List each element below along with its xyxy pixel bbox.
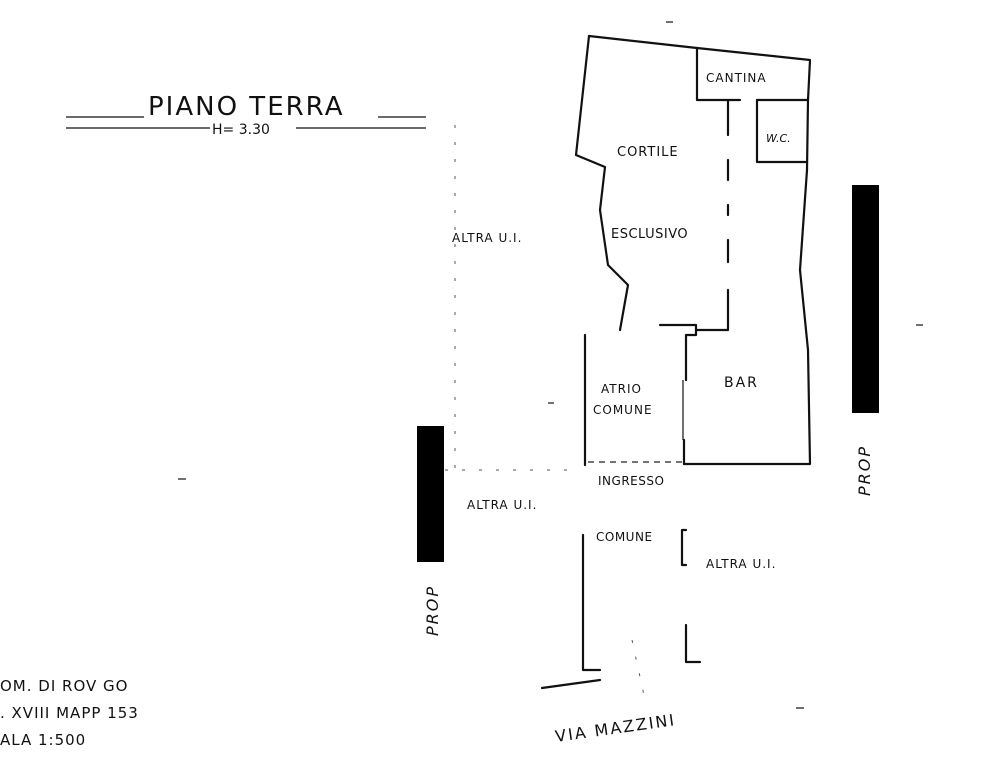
prop-bar-left (417, 426, 444, 562)
wc-walls (755, 98, 809, 164)
street-line (540, 678, 602, 690)
height-label: H= 3.30 (212, 122, 270, 138)
outer-wall (587, 34, 812, 466)
room-label-comune: COMUNE (596, 530, 653, 544)
title-block: PIANO TERRA H= 3.30 (66, 92, 426, 138)
room-label-cantina: CANTINA (706, 71, 767, 85)
plan-title: PIANO TERRA (148, 92, 344, 122)
bar-left-wall (658, 323, 698, 466)
label-altra-ui-top: ALTRA U.I. (452, 231, 522, 245)
cantina-walls (695, 46, 810, 102)
label-altra-ui-left: ALTRA U.I. (467, 498, 537, 512)
info-line-3: ALA 1:500 (0, 731, 86, 749)
corridor-right-bracket (680, 528, 688, 567)
room-label-esclusivo: ESCLUSIVO (611, 227, 688, 242)
room-label-cortile: CORTILE (617, 145, 679, 160)
room-labels: CANTINA W.C. CORTILE ESCLUSIVO ATRIO COM… (593, 71, 791, 544)
info-line-1: OM. DI ROV GO (0, 677, 128, 695)
corridor-lines (445, 125, 702, 701)
cadastral-info: OM. DI ROV GO . XVIII MAPP 153 ALA 1:500 (0, 677, 139, 749)
courtyard-left-boundary (574, 34, 630, 332)
neighbour-labels: ALTRA U.I. ALTRA U.I. ALTRA U.I. PROP PR… (423, 231, 874, 636)
label-prop-right: PROP (855, 445, 874, 496)
corridor-divider (631, 639, 646, 701)
street-corner-right (684, 623, 702, 664)
stray-marks (178, 21, 923, 709)
info-line-2: . XVIII MAPP 153 (0, 704, 139, 722)
label-prop-left: PROP (423, 585, 442, 636)
room-label-comune-atrio: COMUNE (593, 403, 653, 417)
room-label-wc: W.C. (766, 132, 791, 145)
room-label-atrio: ATRIO (601, 382, 642, 396)
partition-column (694, 98, 730, 332)
prop-bar-right (852, 185, 879, 413)
room-label-ingresso: INGRESSO (598, 474, 664, 488)
street-label: VIA MAZZINI (554, 710, 677, 746)
building-walls (574, 34, 812, 467)
corridor-left-wall (581, 533, 602, 672)
room-label-bar: BAR (724, 375, 759, 391)
label-altra-ui-right: ALTRA U.I. (706, 557, 776, 571)
